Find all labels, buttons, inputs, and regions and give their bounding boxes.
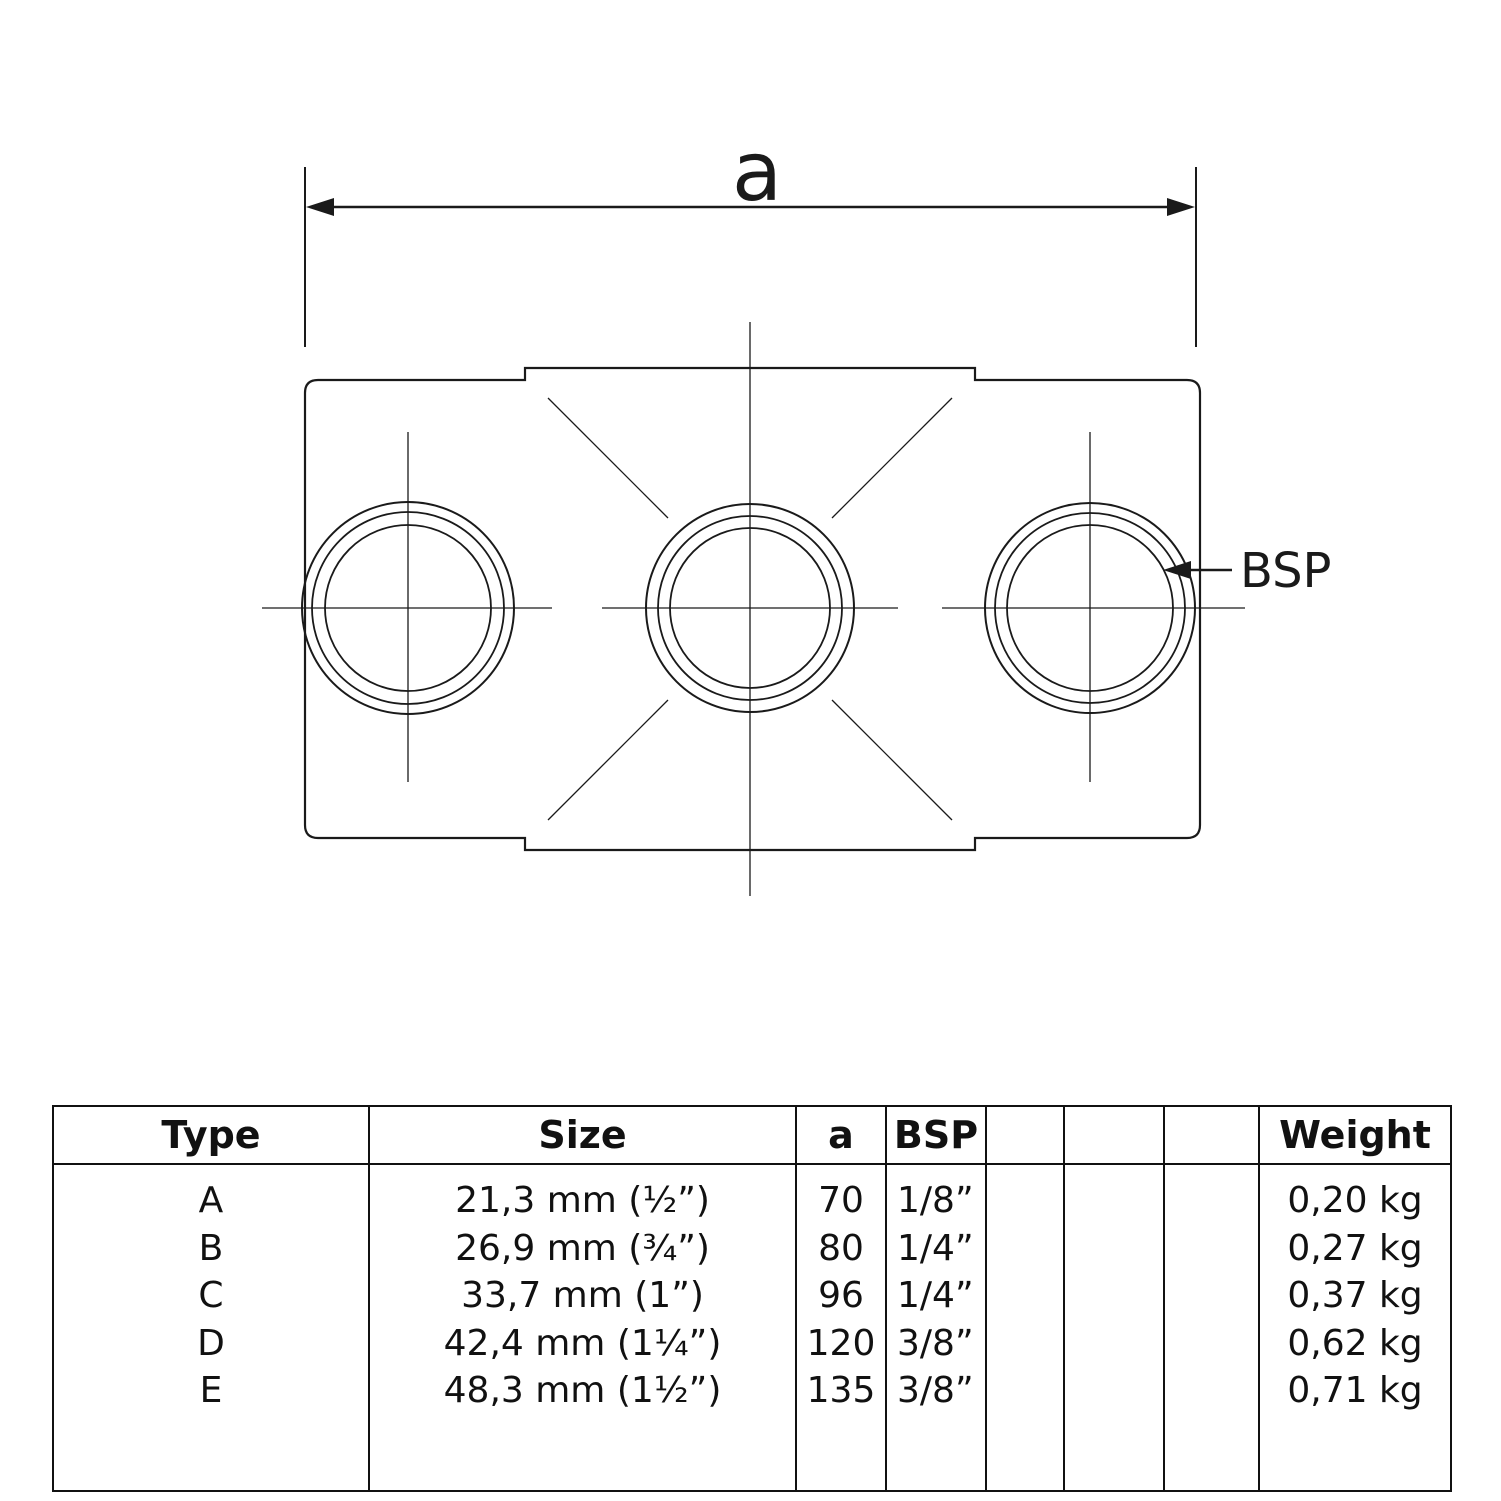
header-a: a	[795, 1105, 887, 1165]
table-col-empty-1	[985, 1163, 1065, 1492]
header-empty-1	[985, 1105, 1065, 1165]
cell-value: 26,9 mm (¾”)	[455, 1227, 710, 1269]
cell-value	[987, 1367, 1063, 1415]
header-bsp: BSP	[885, 1105, 987, 1165]
table-col-a: 70 80 96 120 135	[795, 1163, 887, 1492]
diagonal-bottom-right	[831, 699, 953, 821]
diagonal-top-left	[547, 397, 669, 519]
header-type: Type	[52, 1105, 370, 1165]
bsp-callout-label: BSP	[1240, 543, 1332, 599]
cell-value: E	[199, 1370, 223, 1411]
table-col-empty-3	[1163, 1163, 1260, 1492]
fitting-outline	[303, 366, 1202, 852]
cell-value: 0,62 kg	[1287, 1322, 1423, 1364]
table-col-weight: 0,20 kg 0,27 kg 0,37 kg 0,62 kg 0,71 kg	[1258, 1163, 1452, 1492]
cell-value	[987, 1272, 1063, 1320]
cell-value: 135	[806, 1370, 876, 1411]
cell-value	[1165, 1320, 1258, 1368]
cell-value: 70	[818, 1180, 864, 1221]
cell-value: 96	[818, 1275, 864, 1316]
bsp-callout-arrowhead	[1163, 561, 1191, 579]
table-col-size: 21,3 mm (½”) 26,9 mm (¾”) 33,7 mm (1”) 42,4…	[368, 1163, 797, 1492]
cell-value: 0,20 kg	[1287, 1180, 1423, 1221]
dimension-a-label: a	[732, 125, 782, 220]
cell-value: 3/8”	[897, 1370, 974, 1411]
cell-value: 48,3 mm (1½”)	[443, 1370, 722, 1411]
cell-value: 80	[818, 1227, 864, 1269]
fitting-drawing-svg: a	[262, 125, 1332, 896]
dimension-arrow-right	[1167, 198, 1195, 216]
cell-value: 42,4 mm (1¼”)	[443, 1322, 722, 1364]
cell-value	[1065, 1225, 1163, 1273]
cell-value: 33,7 mm (1”)	[461, 1275, 704, 1316]
header-size: Size	[368, 1105, 797, 1165]
cell-value: 1/4”	[897, 1227, 974, 1269]
header-empty-3	[1163, 1105, 1260, 1165]
cell-value: 1/4”	[897, 1275, 974, 1316]
cell-value	[1165, 1177, 1258, 1225]
spec-table-header-row: Type Size a BSP Weight	[52, 1105, 1452, 1165]
technical-drawing: a	[262, 125, 1332, 896]
cell-value: 0,71 kg	[1287, 1370, 1423, 1411]
diagonal-bottom-left	[547, 699, 669, 821]
dimension-arrow-left	[306, 198, 334, 216]
cell-value	[1165, 1367, 1258, 1415]
cell-value: 0,37 kg	[1287, 1275, 1423, 1316]
cell-value	[987, 1320, 1063, 1368]
cell-value: 0,27 kg	[1287, 1227, 1423, 1269]
cell-value: B	[198, 1227, 224, 1269]
cell-value	[987, 1177, 1063, 1225]
header-weight: Weight	[1258, 1105, 1452, 1165]
cell-value: 21,3 mm (½”)	[455, 1180, 710, 1221]
cell-value	[1065, 1177, 1163, 1225]
cell-value: D	[197, 1322, 225, 1364]
cell-value	[1165, 1272, 1258, 1320]
cell-value: A	[198, 1180, 224, 1221]
cell-value	[987, 1225, 1063, 1273]
table-col-bsp: 1/8” 1/4” 1/4” 3/8” 3/8”	[885, 1163, 987, 1492]
cell-value: C	[198, 1275, 224, 1316]
cell-value	[1065, 1272, 1163, 1320]
cell-value	[1065, 1320, 1163, 1368]
cell-value	[1065, 1367, 1163, 1415]
table-col-empty-2	[1063, 1163, 1165, 1492]
diagonal-top-right	[831, 397, 953, 519]
cell-value: 120	[806, 1322, 876, 1364]
cell-value: 1/8”	[897, 1180, 974, 1221]
header-empty-2	[1063, 1105, 1165, 1165]
cell-value: 3/8”	[897, 1322, 974, 1364]
cell-value	[1165, 1225, 1258, 1273]
